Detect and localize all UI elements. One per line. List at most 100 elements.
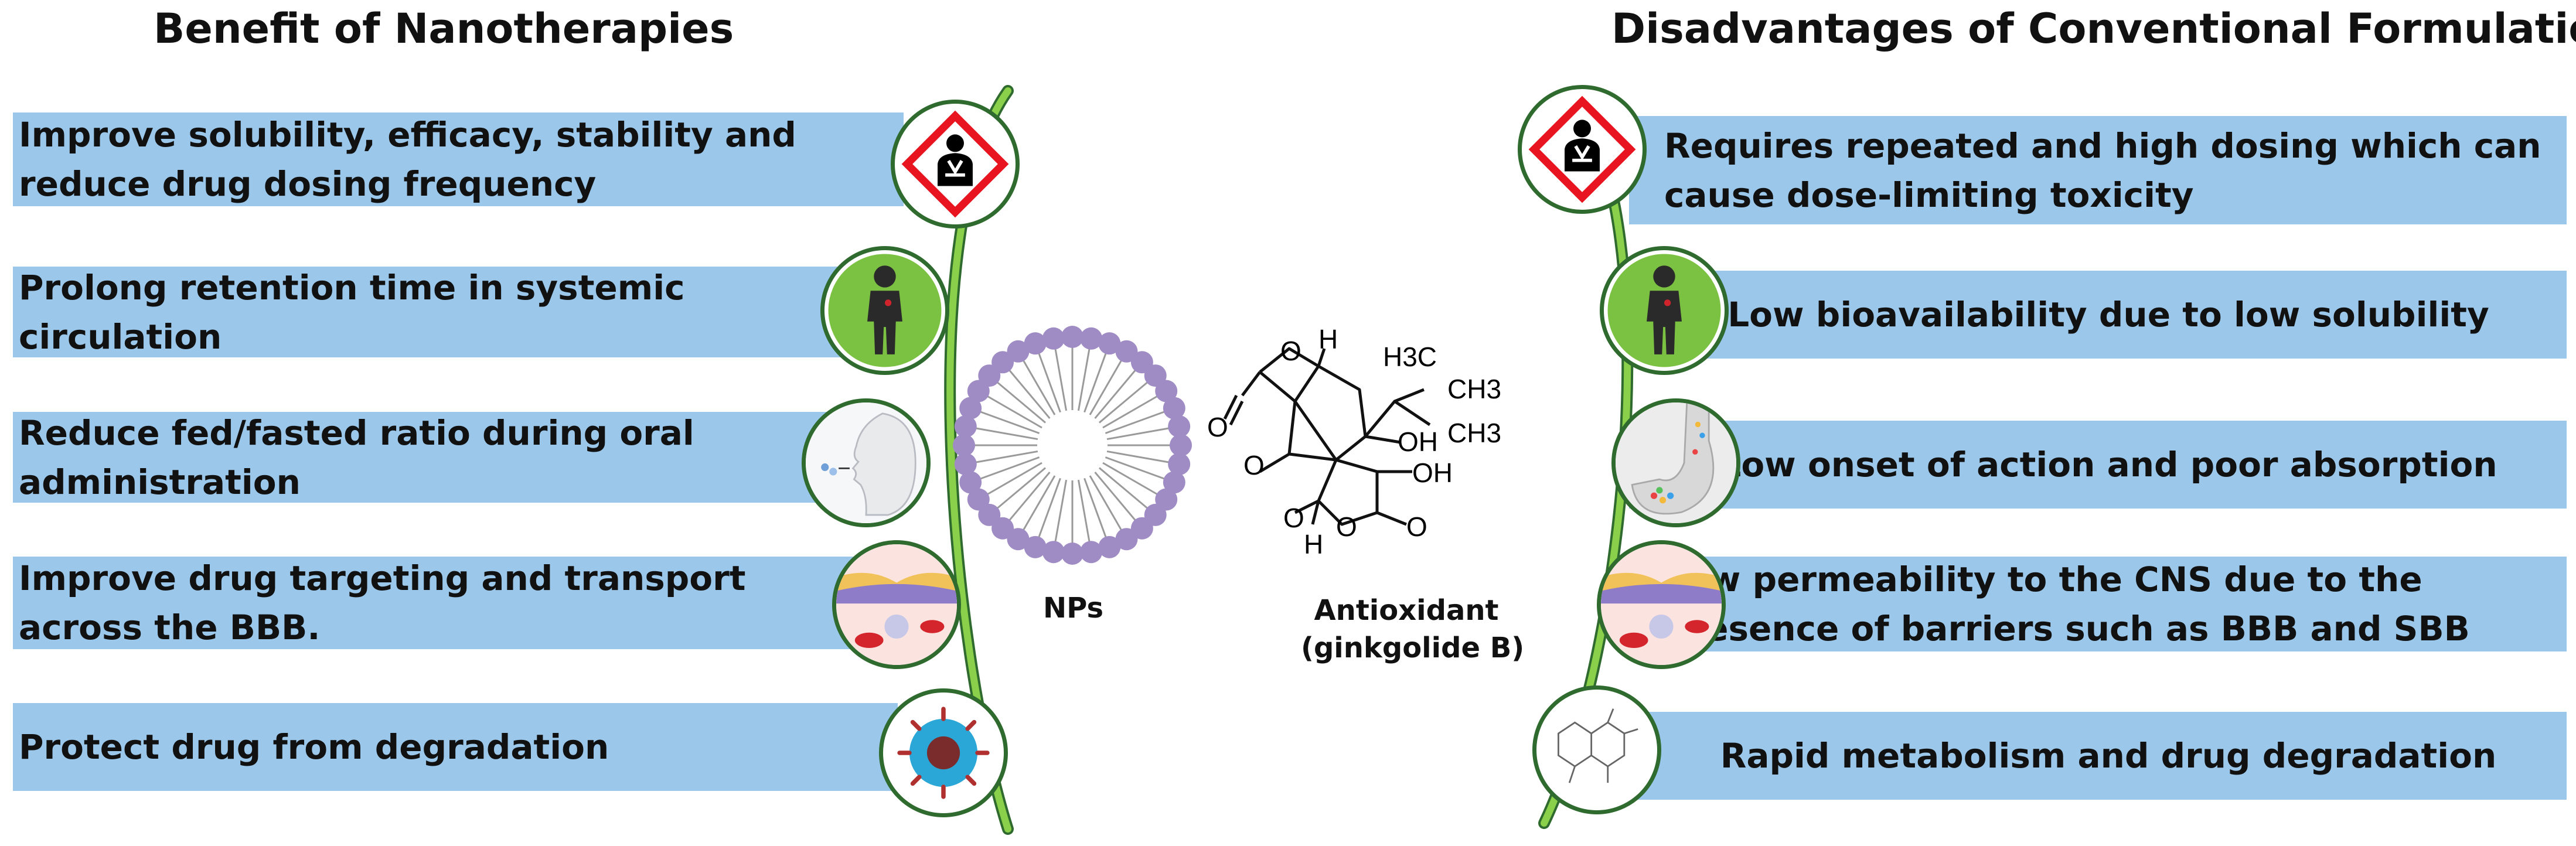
lipid-tail [1102, 395, 1158, 429]
left-item-4: Improve drug targeting and transport acr… [13, 557, 874, 649]
atom-o1: O [1207, 412, 1228, 442]
lipid-head [1098, 332, 1121, 355]
blood-brain-barrier-icon [1597, 540, 1726, 669]
lipid-head [1061, 543, 1083, 565]
lipid-tail [1083, 477, 1107, 538]
lipid-tail [1102, 462, 1158, 495]
right-item-4: Low permeability to the CNS due to the p… [1629, 557, 2567, 651]
lipid-head [1098, 535, 1121, 558]
lipid-tail [980, 456, 1040, 480]
nanoparticle-icon [953, 326, 1192, 565]
lipid-tail [997, 381, 1047, 424]
lipid-head [1007, 340, 1030, 363]
lipid-tail [976, 427, 1038, 441]
left-item-1: Improve solubility, efficacy, stability … [13, 112, 904, 206]
atom-o4: O [1283, 503, 1304, 533]
lipid-tail [1105, 411, 1165, 434]
lipid-head [1061, 326, 1083, 348]
lipid-tail [1038, 353, 1061, 413]
lipid-tail [1054, 349, 1068, 411]
lipid-head [967, 488, 990, 511]
lipid-head [959, 397, 982, 419]
human-body-icon [1600, 246, 1729, 375]
lipid-tail [1023, 360, 1056, 415]
lipid-tail [1098, 381, 1148, 424]
lipid-tail [1054, 479, 1068, 542]
atom-h3c: H3C [1383, 342, 1437, 372]
atom-oh2: OH [1412, 458, 1453, 488]
ginkgolide-b-structure: O O O H H3C CH3 CH3 OH OH O O O H [1207, 325, 1501, 560]
health-hazard-icon [1518, 85, 1647, 214]
drug-label: Antioxidant (ginkgolide B) [1301, 592, 1525, 667]
lipid-tail [1098, 467, 1148, 509]
lipid-tail [997, 467, 1047, 509]
atom-o3: O [1280, 336, 1301, 366]
lipid-head [1024, 535, 1047, 558]
lipid-head [953, 434, 975, 456]
protected-nanoparticle-icon [879, 688, 1008, 817]
lipid-tail [1094, 370, 1136, 419]
right-item-5: Rapid metabolism and drug degradation [1629, 712, 2567, 800]
lipid-tail [976, 450, 1038, 463]
drug-label-line1: Antioxidant [1314, 594, 1499, 627]
lipid-tail [987, 462, 1042, 495]
left-column-title: Benefit of Nanotherapies [154, 5, 734, 53]
blood-brain-barrier-icon [832, 540, 961, 669]
lipid-tail [1105, 456, 1165, 480]
right-column-title: Disadvantages of Conventional Formulatio… [1611, 5, 2576, 53]
lipid-head [1163, 397, 1185, 419]
lipid-head [1168, 415, 1191, 438]
atom-ch3-top: CH3 [1447, 374, 1501, 404]
right-item-1: Requires repeated and high dosing which … [1629, 116, 2567, 224]
lipid-head [1115, 528, 1138, 551]
lipid-head [967, 380, 990, 402]
lipid-tail [1077, 349, 1091, 411]
lipid-tail [1089, 360, 1122, 415]
lipid-tail [1106, 450, 1169, 463]
lipid-head [1042, 327, 1065, 350]
atom-o2: O [1243, 450, 1265, 480]
lipid-tail [1008, 471, 1051, 521]
lipid-head [1170, 434, 1192, 456]
lipid-tail [1077, 479, 1091, 542]
lipid-head [1168, 453, 1191, 476]
lipid-head [1007, 528, 1030, 551]
lipid-head [1115, 340, 1138, 363]
lipid-head [1080, 327, 1103, 350]
lipid-tail [1089, 475, 1122, 531]
lipid-head [954, 415, 977, 438]
lipid-head [991, 351, 1014, 374]
left-item-2: Prolong retention time in systemic circu… [13, 267, 874, 357]
lipid-head [1155, 380, 1178, 402]
lipid-tail [1038, 477, 1061, 538]
lipid-tail [1106, 427, 1169, 441]
right-item-3: Low onset of action and poor absorption [1629, 421, 2567, 509]
np-label: NPs [1043, 592, 1104, 625]
atom-h-bottom: H [1304, 529, 1323, 560]
lipid-tail [1083, 353, 1107, 413]
right-item-2: Low bioavailability due to low solubilit… [1629, 271, 2567, 359]
molecule-degradation-icon [1532, 685, 1661, 814]
lipid-head [978, 503, 1001, 526]
stomach-absorption-icon [1611, 398, 1740, 527]
lipid-head [1130, 517, 1153, 540]
lipid-head [1163, 471, 1185, 494]
lipid-head [954, 453, 977, 476]
atom-o6: O [1406, 511, 1427, 542]
lipid-tail [1008, 370, 1051, 419]
lipid-tail [980, 411, 1040, 434]
lipid-head [1144, 364, 1167, 387]
oral-administration-icon [802, 398, 931, 527]
drug-label-line2: (ginkgolide B) [1301, 632, 1525, 664]
lipid-tail [1023, 475, 1056, 531]
atom-h-top: H [1318, 325, 1338, 354]
atom-ch3: CH3 [1447, 418, 1501, 448]
atom-oh1: OH [1398, 427, 1438, 457]
left-item-3: Reduce fed/fasted ratio during oral admi… [13, 412, 857, 503]
health-hazard-icon [891, 100, 1020, 228]
lipid-head [1080, 541, 1103, 564]
lipid-tail [1094, 471, 1136, 521]
lipid-head [1042, 541, 1065, 564]
lipid-head [1155, 488, 1178, 511]
human-body-icon [820, 246, 949, 375]
